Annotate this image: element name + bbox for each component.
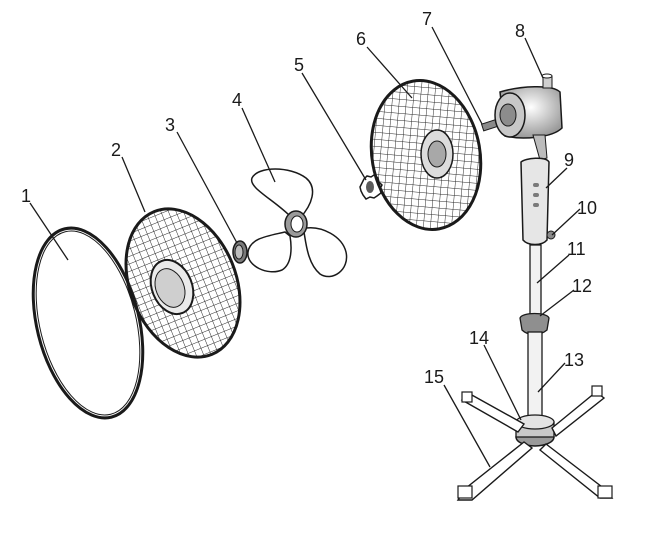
part-label-8: 8 <box>515 21 525 41</box>
part-label-6: 6 <box>356 29 366 49</box>
fan-blade <box>247 168 348 278</box>
outer-pole <box>527 331 543 429</box>
part-label-3: 3 <box>165 115 175 135</box>
height-clamp <box>519 312 550 336</box>
part-label-13: 13 <box>564 350 584 370</box>
base-hub <box>515 414 555 447</box>
cross-base <box>456 385 614 501</box>
part-label-10: 10 <box>577 198 597 218</box>
upper-stand <box>520 134 556 246</box>
part-label-1: 1 <box>21 186 31 206</box>
part-label-11: 11 <box>567 239 586 259</box>
part-label-15: 15 <box>424 367 444 387</box>
rear-grille <box>369 79 483 231</box>
part-label-12: 12 <box>572 276 592 296</box>
part-number-labels: 1 2 3 4 5 6 7 8 9 10 11 12 13 14 15 <box>21 9 597 387</box>
part-label-7: 7 <box>422 9 432 29</box>
inner-pole <box>529 244 542 316</box>
part-label-4: 4 <box>232 90 242 110</box>
part-label-14: 14 <box>469 328 489 348</box>
part-label-5: 5 <box>294 55 304 75</box>
spinner-cap <box>232 240 248 264</box>
front-grille <box>124 207 242 359</box>
motor-housing <box>494 73 563 139</box>
part-label-9: 9 <box>564 150 574 170</box>
leader-lines <box>29 26 581 468</box>
part-label-2: 2 <box>111 140 121 160</box>
